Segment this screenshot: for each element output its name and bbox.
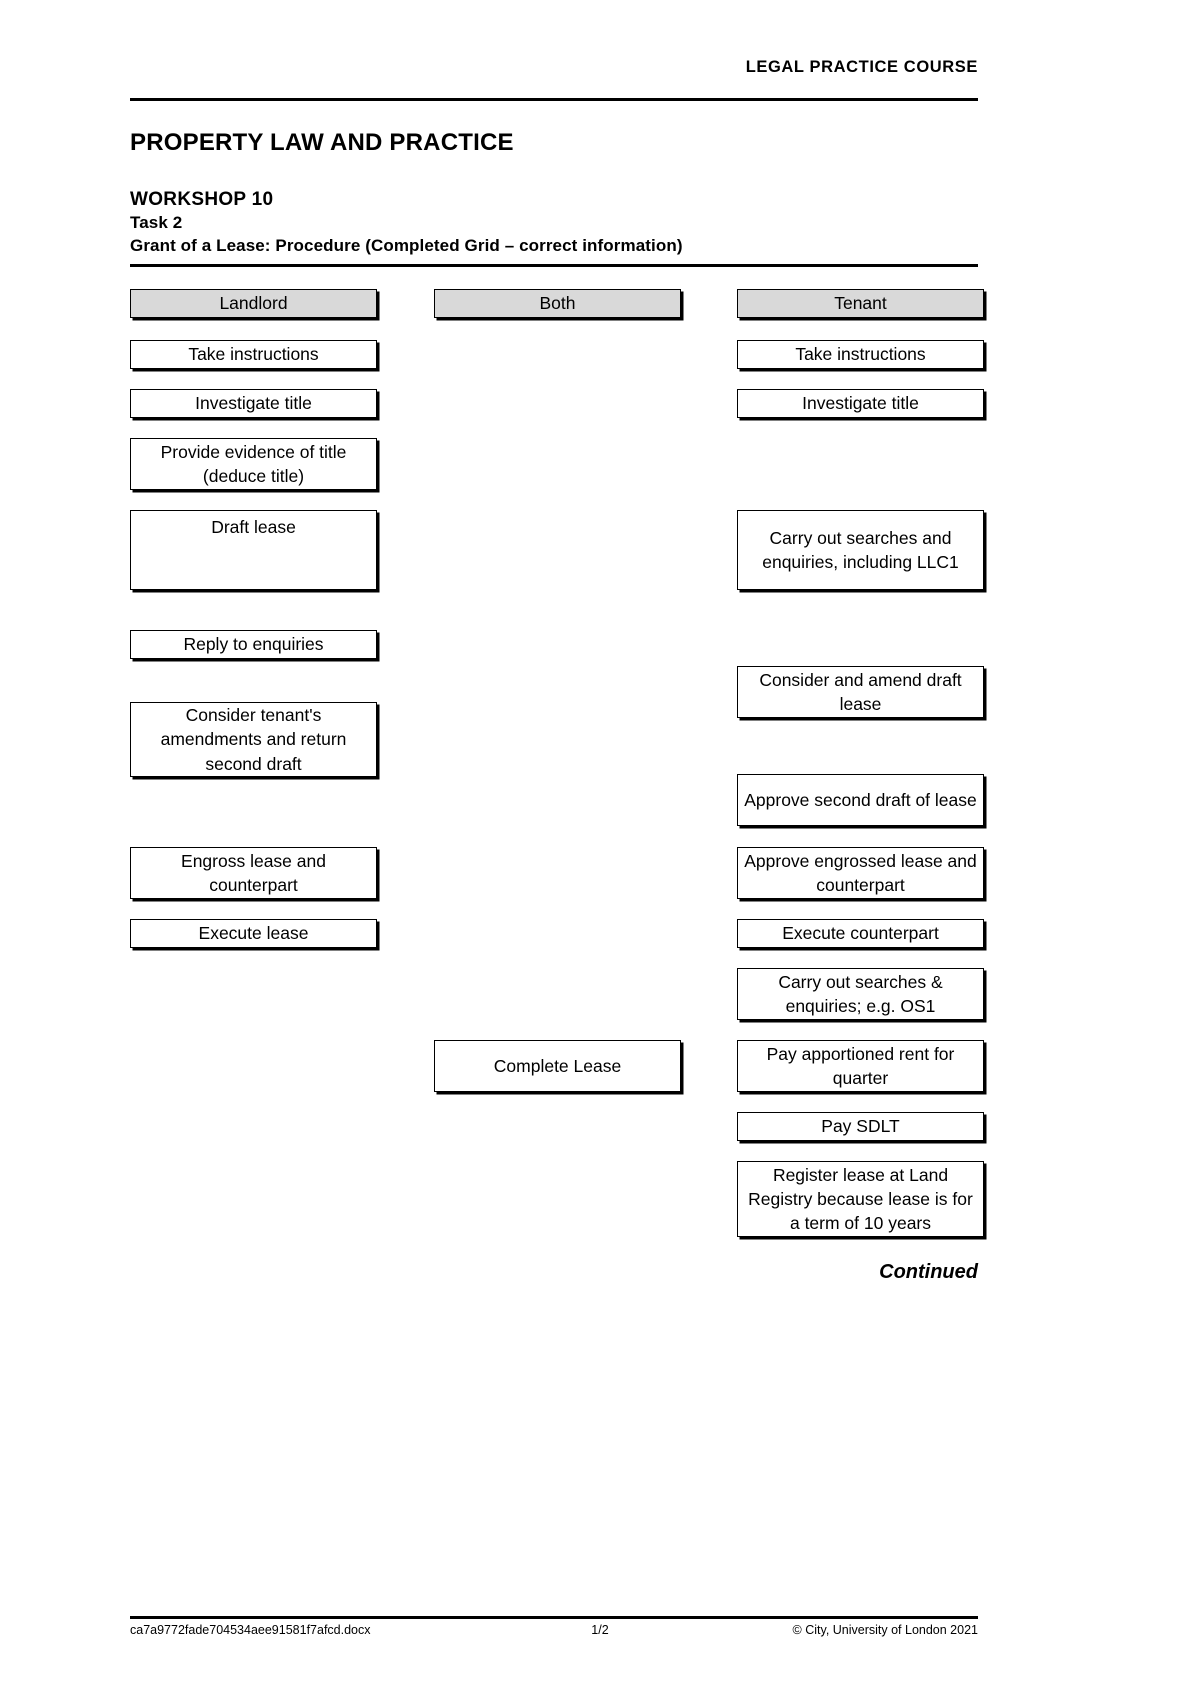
- footer-divider: [130, 1616, 978, 1619]
- column-header-tenant: Tenant: [737, 288, 984, 318]
- workshop-label: WORKSHOP 10: [130, 189, 274, 210]
- step-box: Execute counterpart: [737, 918, 984, 948]
- step-box: Carry out searches & enquiries; e.g. OS1: [737, 967, 984, 1020]
- title-divider: [130, 263, 978, 267]
- step-box: Register lease at Land Registry because …: [737, 1160, 984, 1237]
- step-box: Draft lease: [130, 509, 377, 590]
- footer-filename: ca7a9772fade704534aee91581f7afcd.docx: [130, 1623, 371, 1637]
- document-footer: ca7a9772fade704534aee91581f7afcd.docx 1/…: [130, 1616, 978, 1637]
- procedure-grid: Landlord Take instructions Investigate t…: [130, 288, 984, 1289]
- page-sheet: LEGAL PRACTICE COURSE PROPERTY LAW AND P…: [130, 0, 984, 1289]
- step-box: Approve engrossed lease and counterpart: [737, 846, 984, 899]
- step-box: Engross lease and counterpart: [130, 846, 377, 899]
- step-box: Complete Lease: [434, 1039, 681, 1092]
- step-box: Reply to enquiries: [130, 629, 377, 659]
- step-box: Provide evidence of title (deduce title): [130, 437, 377, 490]
- step-box: Investigate title: [130, 388, 377, 418]
- step-box: Approve second draft of lease: [737, 773, 984, 826]
- footer-copyright: © City, University of London 2021: [792, 1623, 978, 1637]
- continued-label: Continued: [879, 1260, 978, 1283]
- header-divider: [130, 98, 978, 101]
- footer-page-number: 1/2: [591, 1623, 609, 1637]
- step-box: Consider and amend draft lease: [737, 665, 984, 718]
- step-box: Pay apportioned rent for quarter: [737, 1039, 984, 1092]
- step-box: Investigate title: [737, 388, 984, 418]
- step-box: Take instructions: [130, 339, 377, 369]
- title-block: PROPERTY LAW AND PRACTICE WORKSHOP 10 Ta…: [130, 129, 978, 257]
- column-header-both: Both: [434, 288, 681, 318]
- step-box: Pay SDLT: [737, 1111, 984, 1141]
- task-description: Grant of a Lease: Procedure (Completed G…: [130, 235, 683, 255]
- page-title: PROPERTY LAW AND PRACTICE: [130, 129, 514, 156]
- step-box: Take instructions: [737, 339, 984, 369]
- course-name: LEGAL PRACTICE COURSE: [745, 58, 978, 76]
- column-header-landlord: Landlord: [130, 288, 377, 318]
- step-box: Execute lease: [130, 918, 377, 948]
- document-header: LEGAL PRACTICE COURSE: [130, 0, 978, 77]
- step-box: Carry out searches and enquiries, includ…: [737, 509, 984, 590]
- task-label: Task 2: [130, 213, 183, 233]
- step-box: Consider tenant's amendments and return …: [130, 701, 377, 777]
